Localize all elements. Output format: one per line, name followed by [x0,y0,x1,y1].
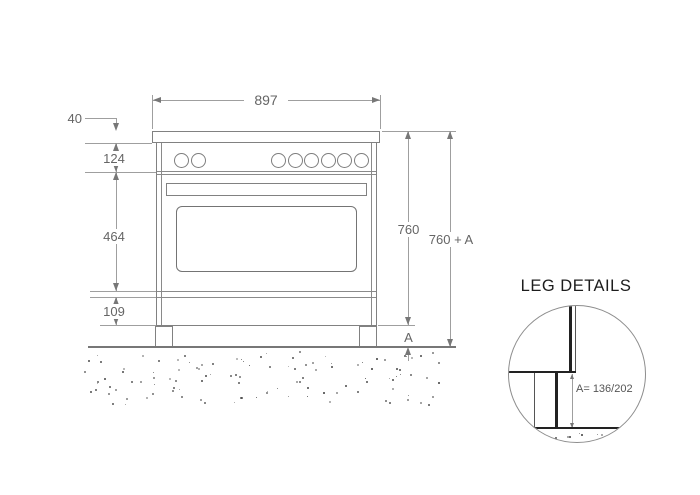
dimension-line-40 [116,118,117,126]
leg-edge-right [555,373,558,429]
dim-arrow-down [447,339,453,347]
burner-knob-icon [320,153,336,168]
leg-left [155,326,173,347]
extension-line-panel-bottom [85,172,156,173]
leg-details-inset: A= 136/202 [508,305,646,443]
dim-arrow-right [372,97,380,103]
dim-plinth-label: 109 [96,304,132,319]
panel-bottom-line [157,174,376,175]
extension-line-top-left [152,95,153,129]
burner-knob-icon [303,153,319,168]
dim-arrow-down [570,423,574,428]
leg-right [359,326,377,347]
dimension-stub-A [408,355,409,361]
dim-arrow-left [153,97,161,103]
extension-line-cooktop-top-right [382,131,456,132]
burner-knob-icon [270,153,286,168]
dim-arrow-up [570,374,574,379]
dim-arrow-up [405,347,411,355]
dim-top-thickness-label: 40 [67,111,82,126]
dim-width-label: 897 [244,93,288,108]
extension-line-kick-bottom [90,297,156,298]
leg-details-title: LEG DETAILS [520,277,632,295]
dim-arrow-down [113,164,119,172]
burner-knob-icon [190,153,206,168]
extension-line-top-right [380,95,381,129]
dim-arrow-down [113,123,119,131]
dim-leg-height-label: A [401,330,416,345]
oven-handle [166,183,367,196]
ground-stipple [78,351,442,407]
extension-line-cabinet-bottom-right [378,325,415,326]
dim-arrow-down [405,317,411,325]
kickplate-line [157,297,376,298]
dim-arrow-up [113,143,119,151]
leg-edge-left [534,373,535,429]
ground-stipple-inset [525,431,631,442]
floor-line [88,346,456,348]
extension-line-kick-top [90,291,156,292]
oven-window [176,206,357,272]
leg-height-value-label: A= 136/202 [576,383,633,395]
body-inner-line-right [371,143,372,325]
cabinet-side-panel-inner [575,306,576,373]
burner-knob-icon [353,153,369,168]
cabinet-side-panel [569,306,572,373]
dim-arrow-down [113,317,119,325]
dim-door-label: 464 [96,229,132,244]
kickplate-line [157,291,376,292]
dim-arrow-up [405,131,411,139]
dim-body-height-label: 760 [393,222,424,237]
burner-knob-icon [287,153,303,168]
dim-arrow-up [113,297,119,305]
burner-knob-icon [173,153,189,168]
panel-bottom-line [157,171,376,172]
burner-knob-icon [336,153,352,168]
cabinet-bottom-line [509,371,576,373]
dim-control-panel-label: 124 [96,151,132,166]
dim-arrow-up [447,131,453,139]
leader-line-40 [85,118,116,119]
dim-arrow-down [113,283,119,291]
extension-line-cabinet-bottom [100,325,156,326]
dim-total-height-label: 760 + A [423,232,479,247]
dim-arrow-up [113,172,119,180]
body-inner-line-left [161,143,162,325]
dimension-line-leg [572,374,573,428]
floor-line-inset [521,427,635,429]
